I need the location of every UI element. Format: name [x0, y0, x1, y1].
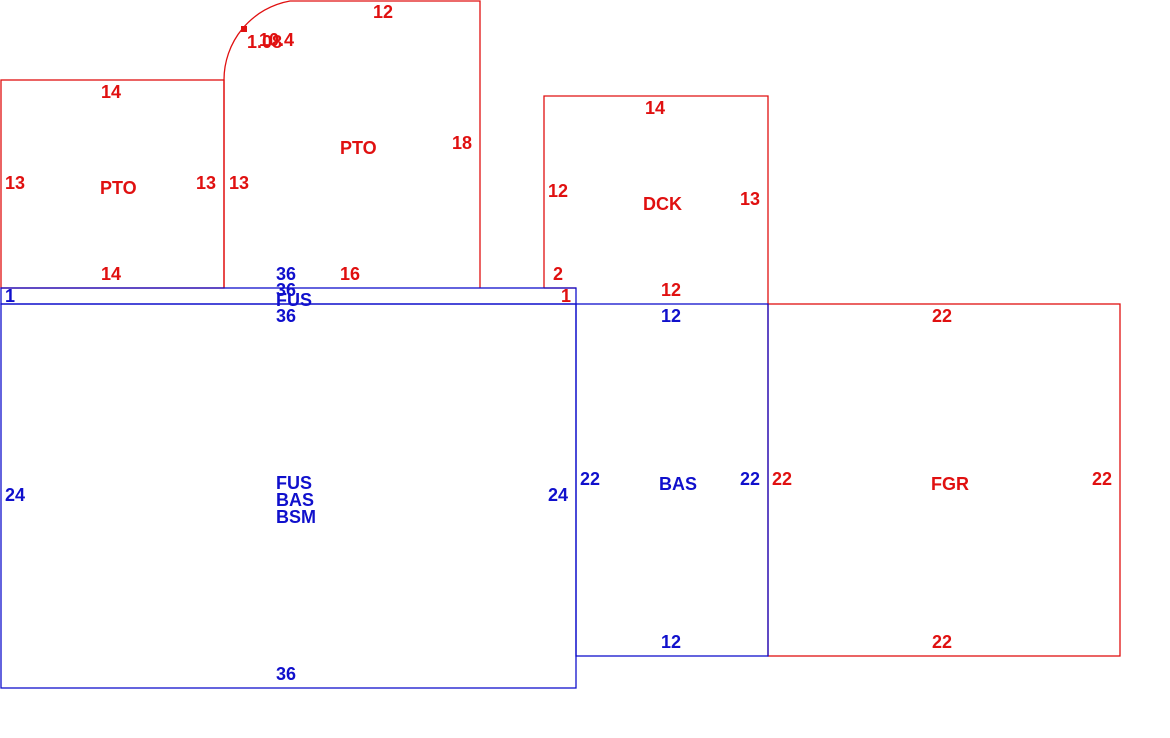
- main-right-dim: 24: [548, 485, 568, 505]
- pto-north-arc2-dim: 1.08: [247, 32, 282, 52]
- arc-marker: [241, 26, 247, 32]
- fgr-label: FGR: [931, 474, 969, 494]
- fgr-right-dim: 22: [1092, 469, 1112, 489]
- pto-north-label: PTO: [340, 138, 377, 158]
- fus-strip-right-dim: 1: [561, 286, 571, 306]
- dck-step-dim: 2: [553, 264, 563, 284]
- fgr-bottom-dim: 22: [932, 632, 952, 652]
- dck-label: DCK: [643, 194, 682, 214]
- pto-north-outline: [223, 0, 481, 288]
- bas-bottom-dim: 12: [661, 632, 681, 652]
- dck-left-dim: 12: [548, 181, 568, 201]
- fus-strip-left-dim: 1: [5, 286, 15, 306]
- pto-west-right-dim: 13: [196, 173, 216, 193]
- pto-north-left-dim: 13: [229, 173, 249, 193]
- pto-west-left-dim: 13: [5, 173, 25, 193]
- bas-left-dim: 22: [580, 469, 600, 489]
- bas-top-dim: 12: [661, 306, 681, 326]
- fgr-top-dim: 22: [932, 306, 952, 326]
- fus-strip-mid-dim: 36: [276, 280, 296, 300]
- main-label-fus: FUS: [276, 473, 312, 493]
- main-top-dim: 36: [276, 306, 296, 326]
- pto-north-right-dim: 18: [452, 133, 472, 153]
- pto-west-label: PTO: [100, 178, 137, 198]
- fus-strip-top-dim: 36: [276, 264, 296, 284]
- bas-outline: [575, 303, 769, 657]
- pto-west-bottom-dim: 14: [101, 264, 121, 284]
- bas-right-dim: 22: [740, 469, 760, 489]
- fus-strip-label: FUS: [276, 290, 312, 310]
- pto-west-top-dim: 14: [101, 82, 121, 102]
- pto-north-bottom-dim: 16: [340, 264, 360, 284]
- main-bottom-dim: 36: [276, 664, 296, 684]
- main-label-bsm: BSM: [276, 507, 316, 527]
- main-label-bas: BAS: [276, 490, 314, 510]
- dck-outline: [543, 95, 769, 304]
- bas-label: BAS: [659, 474, 697, 494]
- pto-north-arc-dim: 10.4: [259, 30, 294, 50]
- dck-bottom-dim: 12: [661, 280, 681, 300]
- pto-north-top-dim: 12: [373, 2, 393, 22]
- fgr-left-dim: 22: [772, 469, 792, 489]
- dck-top-dim: 14: [645, 98, 665, 118]
- dck-right-dim: 13: [740, 189, 760, 209]
- main-left-dim: 24: [5, 485, 25, 505]
